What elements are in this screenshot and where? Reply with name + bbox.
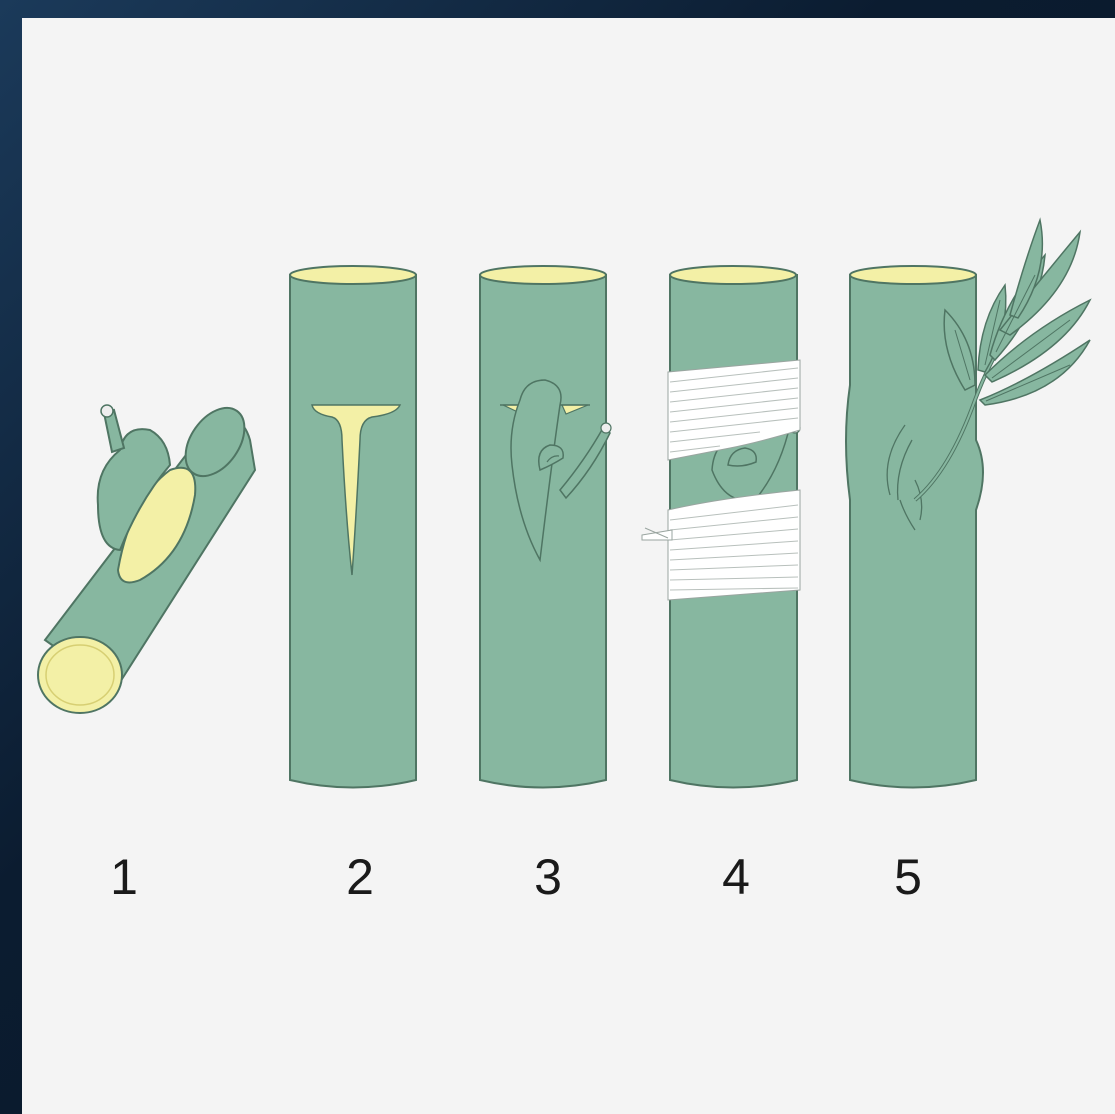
stem-3-top bbox=[480, 266, 606, 284]
step-label-3: 3 bbox=[518, 848, 578, 906]
step-3-inserted-bud-icon bbox=[480, 266, 611, 788]
twig-cut-face bbox=[38, 637, 122, 713]
stem-5-top bbox=[850, 266, 976, 284]
step-label-4: 4 bbox=[706, 848, 766, 906]
tie-end bbox=[642, 530, 672, 540]
stem-2-top bbox=[290, 266, 416, 284]
step-5-sprouted-graft-icon bbox=[846, 220, 1090, 788]
stem-4-top bbox=[670, 266, 796, 284]
step-4-wrapped-graft-icon bbox=[642, 266, 800, 788]
step-1-bud-shield-icon bbox=[38, 397, 256, 713]
step-label-1: 1 bbox=[94, 848, 154, 906]
step-label-2: 2 bbox=[330, 848, 390, 906]
step-2-t-cut-stem-icon bbox=[290, 266, 416, 788]
step-label-5: 5 bbox=[878, 848, 938, 906]
